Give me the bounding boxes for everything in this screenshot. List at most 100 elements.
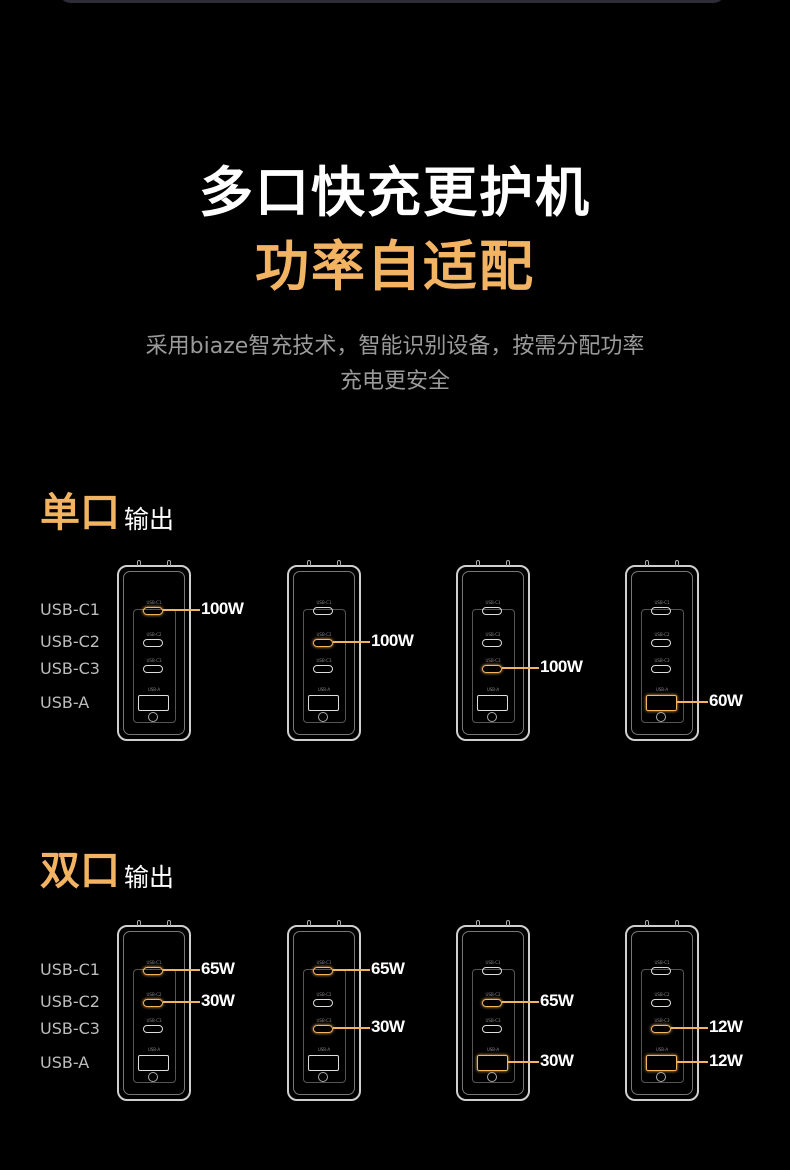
- port-panel: [303, 609, 346, 723]
- prong-icon: [167, 920, 171, 926]
- prong-icon: [476, 920, 480, 926]
- output-wattage: 65W: [201, 959, 235, 978]
- usb-c-port: [482, 999, 502, 1007]
- output-wattage: 65W: [371, 959, 405, 978]
- port-label: USB-C2: [40, 632, 100, 651]
- port-tiny-label: USB-A: [147, 687, 161, 692]
- port-label: USB-A: [40, 1053, 90, 1072]
- port-tiny-label: USB-C1: [654, 600, 670, 605]
- port-tiny-label: USB-C3: [316, 1018, 332, 1023]
- bolt-icon: [487, 1072, 497, 1082]
- port-tiny-label: USB-C3: [146, 1018, 162, 1023]
- prong-icon: [506, 920, 510, 926]
- usb-c-port: [143, 1025, 163, 1033]
- prong-icon: [645, 920, 649, 926]
- usb-a-port: [646, 1055, 677, 1071]
- bolt-icon: [318, 712, 328, 722]
- port-tiny-label: USB-A: [317, 1047, 331, 1052]
- port-panel: [303, 969, 346, 1083]
- usb-a-port: [646, 695, 677, 711]
- prong-icon: [675, 560, 679, 566]
- connector-line: [502, 1001, 539, 1003]
- section-title-main: 双口: [40, 848, 120, 894]
- port-panel: [133, 969, 176, 1083]
- usb-c-port: [651, 639, 671, 647]
- output-wattage: 30W: [201, 991, 235, 1010]
- port-label: USB-C2: [40, 992, 100, 1011]
- connector-line: [163, 1001, 200, 1003]
- section-heading: 双口输出: [40, 838, 174, 896]
- prong-icon: [476, 560, 480, 566]
- prong-icon: [137, 560, 141, 566]
- connector-line: [163, 609, 200, 611]
- port-tiny-label: USB-C1: [654, 960, 670, 965]
- usb-c-port: [313, 639, 333, 647]
- port-label: USB-C1: [40, 960, 100, 979]
- output-wattage: 30W: [540, 1051, 574, 1070]
- port-tiny-label: USB-A: [655, 687, 669, 692]
- section-title-sub: 输出: [124, 863, 175, 892]
- usb-c-port: [651, 665, 671, 673]
- usb-a-port: [138, 695, 169, 711]
- port-tiny-label: USB-C2: [654, 992, 670, 997]
- port-panel: [472, 609, 515, 723]
- port-tiny-label: USB-C2: [654, 632, 670, 637]
- section-title-main: 单口: [40, 490, 120, 536]
- port-tiny-label: USB-C1: [146, 960, 162, 965]
- section-heading: 单口输出: [40, 480, 174, 538]
- port-label: USB-C3: [40, 1019, 100, 1038]
- usb-a-port: [138, 1055, 169, 1071]
- port-tiny-label: USB-C3: [485, 1018, 501, 1023]
- headline-line2: 功率自适配: [255, 235, 535, 298]
- connector-line: [508, 1061, 539, 1063]
- usb-c-port: [482, 665, 502, 673]
- prong-icon: [337, 560, 341, 566]
- connector-line: [677, 701, 708, 703]
- bolt-icon: [148, 1072, 158, 1082]
- bolt-icon: [487, 712, 497, 722]
- port-tiny-label: USB-C2: [485, 992, 501, 997]
- port-tiny-label: USB-C3: [146, 658, 162, 663]
- port-tiny-label: USB-C3: [485, 658, 501, 663]
- output-wattage: 65W: [540, 991, 574, 1010]
- subtitle-line2: 充电更安全: [339, 369, 450, 394]
- port-label: USB-A: [40, 693, 90, 712]
- port-tiny-label: USB-C1: [146, 600, 162, 605]
- port-tiny-label: USB-A: [486, 1047, 500, 1052]
- product-edge: [58, 0, 726, 3]
- port-tiny-label: USB-A: [317, 687, 331, 692]
- port-tiny-label: USB-C3: [654, 1018, 670, 1023]
- connector-line: [502, 667, 539, 669]
- port-tiny-label: USB-C2: [485, 632, 501, 637]
- usb-a-port: [308, 695, 339, 711]
- usb-c-port: [143, 639, 163, 647]
- usb-a-port: [477, 1055, 508, 1071]
- usb-c-port: [313, 665, 333, 673]
- output-wattage: 12W: [709, 1017, 743, 1036]
- port-tiny-label: USB-C3: [654, 658, 670, 663]
- usb-c-port: [482, 1025, 502, 1033]
- output-wattage: 12W: [709, 1051, 743, 1070]
- prong-icon: [137, 920, 141, 926]
- connector-line: [333, 641, 370, 643]
- port-panel: [641, 609, 684, 723]
- usb-c-port: [143, 607, 163, 615]
- usb-c-port: [313, 1025, 333, 1033]
- bolt-icon: [656, 712, 666, 722]
- usb-a-port: [308, 1055, 339, 1071]
- usb-c-port: [482, 639, 502, 647]
- port-tiny-label: USB-A: [486, 687, 500, 692]
- usb-c-port: [651, 607, 671, 615]
- port-panel: [641, 969, 684, 1083]
- port-tiny-label: USB-A: [147, 1047, 161, 1052]
- output-wattage: 30W: [371, 1017, 405, 1036]
- port-label: USB-C3: [40, 659, 100, 678]
- usb-c-port: [313, 607, 333, 615]
- connector-line: [333, 969, 370, 971]
